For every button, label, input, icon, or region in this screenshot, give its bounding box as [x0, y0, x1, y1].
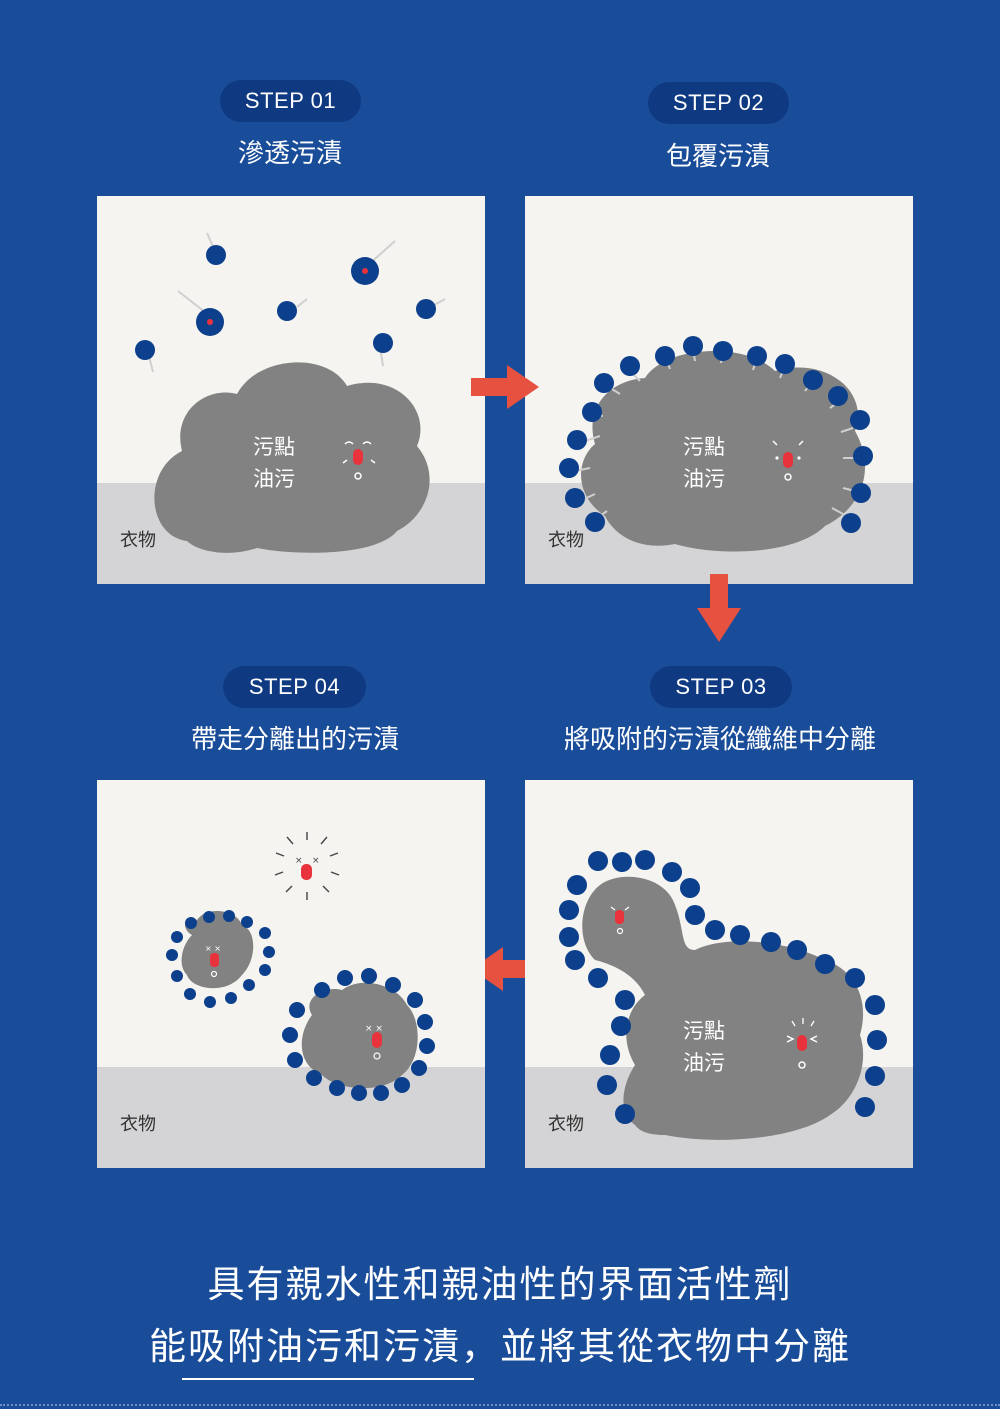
svg-text:× ×: × × — [205, 944, 221, 953]
caption-line-2: 能吸附油污和污漬，並將其從衣物中分離 — [0, 1316, 1000, 1370]
step-02-badge: STEP 02 — [648, 82, 789, 124]
svg-text:×: × — [295, 856, 303, 866]
fabric-label: 衣物 — [120, 526, 156, 552]
stain-label-line1: 污點 — [253, 431, 295, 461]
panel-step-04: × × × × × × 衣物 — [97, 780, 485, 1168]
step-01-badge: STEP 01 — [220, 80, 361, 122]
panel-step-01: 污點 油污 衣物 — [97, 196, 485, 584]
released-dirt: × × — [275, 832, 339, 900]
step-03-badge: STEP 03 — [650, 666, 792, 708]
step-02-label: STEP 02 — [673, 90, 764, 116]
bottom-divider — [0, 1404, 1000, 1408]
stain-label-line2: 油污 — [683, 1047, 725, 1077]
step-04-badge: STEP 04 — [223, 666, 366, 708]
step-01-label: STEP 01 — [245, 88, 336, 114]
step-03-label: STEP 03 — [675, 674, 766, 700]
fabric-label: 衣物 — [548, 526, 584, 552]
svg-text:× ×: × × — [365, 1024, 383, 1034]
step-03-title: 將吸附的污漬從纖維中分離 — [520, 719, 920, 756]
stain-label-line1: 污點 — [683, 1015, 725, 1045]
panel-step-03: 污點 油污 衣物 — [525, 780, 913, 1168]
fabric-label: 衣物 — [548, 1110, 584, 1136]
stain-label-line1: 污點 — [683, 431, 725, 461]
fabric-label: 衣物 — [120, 1110, 156, 1136]
molecule-heads — [135, 245, 436, 360]
caption-line-1: 具有親水性和親油性的界面活性劑 — [0, 1254, 1000, 1308]
step-02-title: 包覆污漬 — [618, 136, 818, 173]
stain-label-line2: 油污 — [683, 463, 725, 493]
arrow-down — [697, 574, 741, 644]
caption-underline — [182, 1378, 474, 1380]
molecule-group — [149, 233, 445, 372]
step-04-label: STEP 04 — [249, 674, 340, 700]
svg-text:×: × — [312, 856, 320, 866]
step-01-title: 滲透污漬 — [190, 133, 390, 170]
arrow-right — [471, 365, 541, 409]
panel-step-02: 污點 油污 衣物 — [525, 196, 913, 584]
stain-label-line2: 油污 — [253, 463, 295, 493]
step-04-title: 帶走分離出的污漬 — [145, 719, 445, 756]
